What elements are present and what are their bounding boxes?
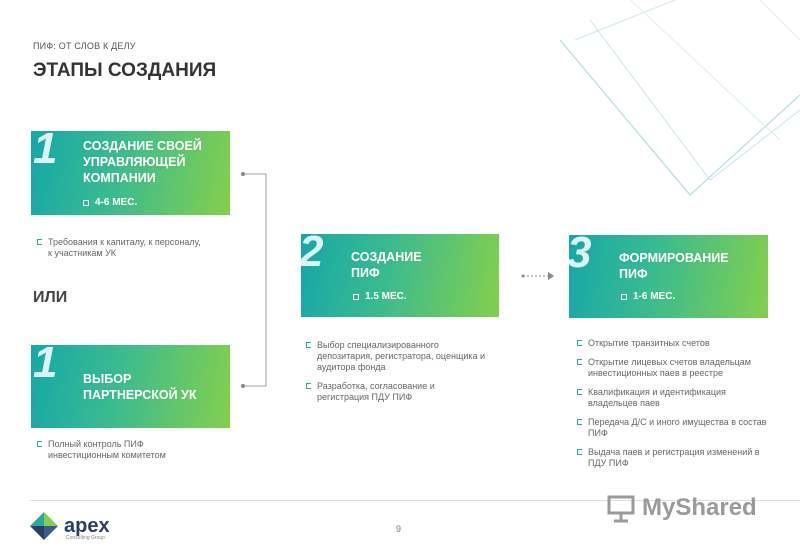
stage-2-card: 2 СОЗДАНИЕ ПИФ 1.5 МЕС. xyxy=(299,230,499,317)
square-icon xyxy=(621,293,627,300)
stage-3-number: 3 xyxy=(567,228,592,277)
list-item: Открытие лицевых счетов владельцам инвес… xyxy=(577,357,767,379)
stage-3-card: 3 ФОРМИРОВАНИЕ ПИФ 1-6 МЕС. xyxy=(567,231,768,318)
stage-1a-duration: 4-6 МЕС. xyxy=(83,197,137,208)
list-item: Полный контроль ПИФ инвестиционным комит… xyxy=(37,439,207,461)
square-icon xyxy=(83,199,89,206)
stage-1b-title: ВЫБОР ПАРТНЕРСКОЙ УК xyxy=(83,372,197,402)
note-text: Выдача паев и регистрация изменений в ПД… xyxy=(588,447,760,468)
note-text: Требования к капиталу, к персоналу, к уч… xyxy=(48,237,201,258)
slide-kicker: ПИФ: ОТ СЛОВ К ДЕЛУ xyxy=(33,41,136,51)
logo-text: apex xyxy=(64,515,110,537)
bullet-icon xyxy=(37,239,42,245)
note-text: Квалификация и идентификация владельцев … xyxy=(588,387,726,408)
apex-logo-icon xyxy=(30,512,58,540)
note-text: Выбор специализированного депозитария, р… xyxy=(317,340,486,372)
slide-title: ЭТАПЫ СОЗДАНИЯ xyxy=(33,60,217,81)
stage1-connector xyxy=(241,172,267,388)
stage-2-notes: Выбор специализированного депозитария, р… xyxy=(306,340,486,411)
note-text: Открытие транзитных счетов xyxy=(588,338,710,348)
stage-3-duration-text: 1-6 МЕС. xyxy=(633,291,676,302)
page-number: 9 xyxy=(396,524,402,534)
note-text: Передача Д/С и иного имущества в состав … xyxy=(588,417,767,438)
note-text: Разработка, согласование и регистрация П… xyxy=(317,381,435,402)
stage-2-number: 2 xyxy=(299,227,324,276)
presentation-board-icon xyxy=(607,495,635,523)
stage-2-duration: 1.5 МЕС. xyxy=(353,291,407,302)
list-item: Выбор специализированного депозитария, р… xyxy=(306,340,486,373)
bullet-icon xyxy=(306,383,311,389)
stage-1a-duration-text: 4-6 МЕС. xyxy=(95,197,138,208)
stage-1a-title: СОЗДАНИЕ СВОЕЙ УПРАВЛЯЮЩЕЙ КОМПАНИИ xyxy=(83,139,202,185)
stage-3-notes: Открытие транзитных счетов Открытие лице… xyxy=(577,338,767,477)
stage-1b-card: 1 ВЫБОР ПАРТНЕРСКОЙ УК xyxy=(31,341,230,428)
bullet-icon xyxy=(577,419,582,425)
stage-1a-notes: Требования к капиталу, к персоналу, к уч… xyxy=(37,237,207,267)
stage-1b-notes: Полный контроль ПИФ инвестиционным комит… xyxy=(37,439,207,469)
list-item: Выдача паев и регистрация изменений в ПД… xyxy=(577,447,767,469)
list-item: Открытие транзитных счетов xyxy=(577,338,767,349)
note-text: Полный контроль ПИФ инвестиционным комит… xyxy=(48,439,166,460)
bullet-icon xyxy=(577,389,582,395)
stage-1a-number: 1 xyxy=(33,124,58,173)
note-text: Открытие лицевых счетов владельцам инвес… xyxy=(588,357,751,378)
stage-2-duration-text: 1.5 МЕС. xyxy=(365,291,407,302)
stage-2-title: СОЗДАНИЕ ПИФ xyxy=(351,250,422,280)
bullet-icon xyxy=(577,340,582,346)
apex-logo: apex Consulting Group xyxy=(30,512,110,541)
list-item: Квалификация и идентификация владельцев … xyxy=(577,387,767,409)
logo-subtitle: Consulting Group xyxy=(66,535,105,541)
stage-3-title: ФОРМИРОВАНИЕ ПИФ xyxy=(619,251,729,281)
list-item: Разработка, согласование и регистрация П… xyxy=(306,381,486,403)
bullet-icon xyxy=(577,449,582,455)
stage-3-duration: 1-6 МЕС. xyxy=(621,291,675,302)
list-item: Передача Д/С и иного имущества в состав … xyxy=(577,417,767,439)
list-item: Требования к капиталу, к персоналу, к уч… xyxy=(37,237,207,259)
stage-1a-card: 1 СОЗДАНИЕ СВОЕЙ УПРАВЛЯЮЩЕЙ КОМПАНИИ 4-… xyxy=(31,127,230,215)
square-icon xyxy=(353,293,359,300)
watermark-text: MyShared xyxy=(642,494,757,521)
stage2-to-stage3-arrow xyxy=(521,272,554,280)
stage-1b-number: 1 xyxy=(33,338,58,387)
bullet-icon xyxy=(306,342,311,348)
or-label: ИЛИ xyxy=(33,289,68,306)
bullet-icon xyxy=(577,359,582,365)
bullet-icon xyxy=(37,441,42,447)
watermark: MyShared xyxy=(606,493,757,523)
footer-divider xyxy=(30,500,800,501)
